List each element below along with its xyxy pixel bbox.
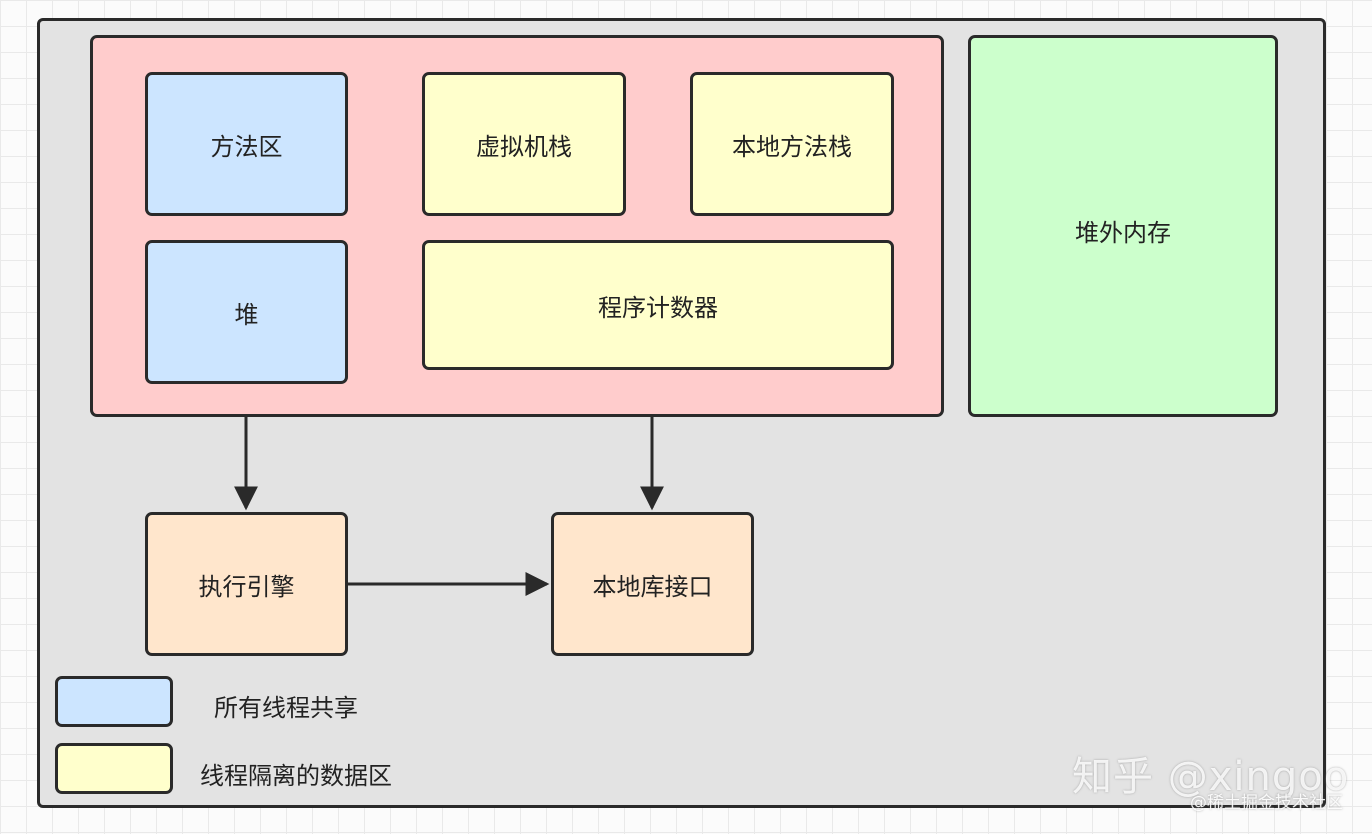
legend-isolated-label: 线程隔离的数据区 xyxy=(200,762,392,790)
execution-engine-box: 执行引擎 xyxy=(145,512,348,656)
native-method-stack-label: 本地方法栈 xyxy=(732,132,852,161)
legend-shared-label: 所有线程共享 xyxy=(214,694,358,722)
vm-stack-box: 虚拟机栈 xyxy=(422,72,626,216)
watermark-main: 知乎 @xingoo xyxy=(1072,754,1350,800)
native-method-stack-box: 本地方法栈 xyxy=(690,72,894,216)
vm-stack-label: 虚拟机栈 xyxy=(476,132,572,161)
program-counter-box: 程序计数器 xyxy=(422,240,894,370)
method-area-box: 方法区 xyxy=(145,72,348,216)
off-heap-memory-box: 堆外内存 xyxy=(968,35,1278,417)
watermark-sub: @稀土掘金技术社区 xyxy=(1190,793,1343,813)
heap-label: 堆 xyxy=(234,300,259,329)
native-library-interface-label: 本地库接口 xyxy=(592,572,713,601)
native-library-interface-box: 本地库接口 xyxy=(551,512,754,656)
method-area-label: 方法区 xyxy=(210,132,283,161)
execution-engine-label: 执行引擎 xyxy=(198,572,295,601)
program-counter-label: 程序计数器 xyxy=(598,293,718,322)
legend-isolated-swatch xyxy=(55,743,173,794)
legend-shared-swatch xyxy=(55,676,173,727)
heap-box: 堆 xyxy=(145,240,348,384)
off-heap-memory-label: 堆外内存 xyxy=(1075,219,1171,247)
